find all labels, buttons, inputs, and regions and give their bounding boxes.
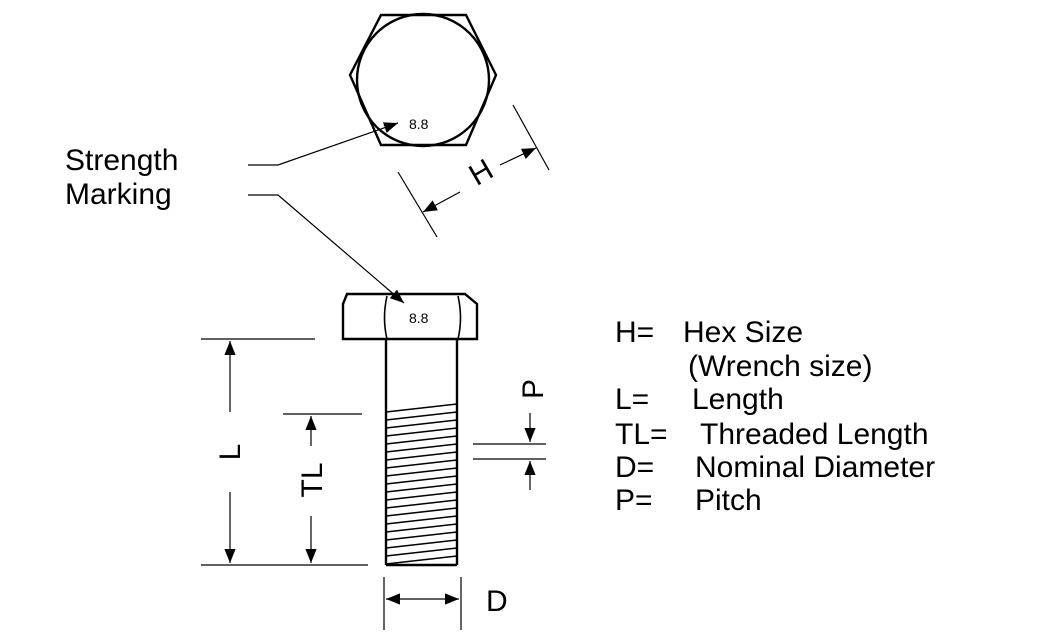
thread-line — [385, 539, 458, 549]
threaded-length-dimension: TL — [283, 413, 362, 563]
strength-marking-callout: Strength Marking — [65, 122, 405, 304]
thread-line — [385, 451, 458, 461]
legend-key-pitch: P= — [615, 484, 653, 517]
length-dimension: L — [201, 338, 368, 566]
thread-line — [385, 483, 458, 493]
thread-line — [385, 403, 458, 413]
thread-line — [385, 547, 458, 557]
legend-text-wrench: (Wrench size) — [688, 350, 872, 383]
legend-text-diameter: Nominal Diameter — [695, 451, 935, 484]
bolt-head — [341, 292, 479, 341]
legend-key-diameter: D= — [615, 451, 654, 484]
legend: H= Hex Size (Wrench size) L= Length TL= … — [615, 316, 935, 517]
callout-line-1: Strength — [65, 144, 178, 177]
hex-head-top-view: 8.8 — [348, 12, 498, 148]
diameter-dimension: D — [383, 577, 508, 630]
thread-line — [385, 515, 458, 525]
thread-lines — [385, 403, 458, 565]
thread-line — [385, 443, 458, 453]
legend-key-hex: H= — [615, 316, 654, 349]
thread-line — [385, 435, 458, 445]
side-marking-value: 8.8 — [409, 310, 429, 326]
legend-key-threaded: TL= — [615, 418, 668, 451]
diameter-letter: D — [486, 585, 508, 618]
pitch-dimension: P — [473, 379, 550, 490]
threaded-length-letter: TL — [296, 462, 329, 497]
thread-line — [385, 555, 458, 565]
thread-line — [385, 507, 458, 517]
thread-line — [385, 467, 458, 477]
hex-outline — [348, 13, 498, 147]
thread-line — [385, 531, 458, 541]
thread-line — [385, 411, 458, 421]
legend-text-threaded: Threaded Length — [700, 418, 929, 451]
thread-line — [385, 491, 458, 501]
legend-text-hex: Hex Size — [683, 316, 803, 349]
callout-line-2: Marking — [65, 178, 172, 211]
top-marking-value: 8.8 — [409, 116, 429, 132]
bolt-side-view: 8.8 — [341, 292, 479, 567]
legend-key-length: L= — [615, 383, 649, 416]
thread-line — [385, 459, 458, 469]
legend-text-length: Length — [692, 383, 784, 416]
hex-size-letter: H — [464, 153, 499, 192]
thread-line — [385, 427, 458, 437]
thread-line — [385, 475, 458, 485]
pitch-letter: P — [517, 379, 550, 399]
thread-line — [385, 499, 458, 509]
legend-text-pitch: Pitch — [695, 484, 762, 517]
length-letter: L — [214, 444, 247, 461]
hex-bearing-circle — [355, 12, 491, 148]
thread-line — [385, 523, 458, 533]
thread-line — [385, 419, 458, 429]
